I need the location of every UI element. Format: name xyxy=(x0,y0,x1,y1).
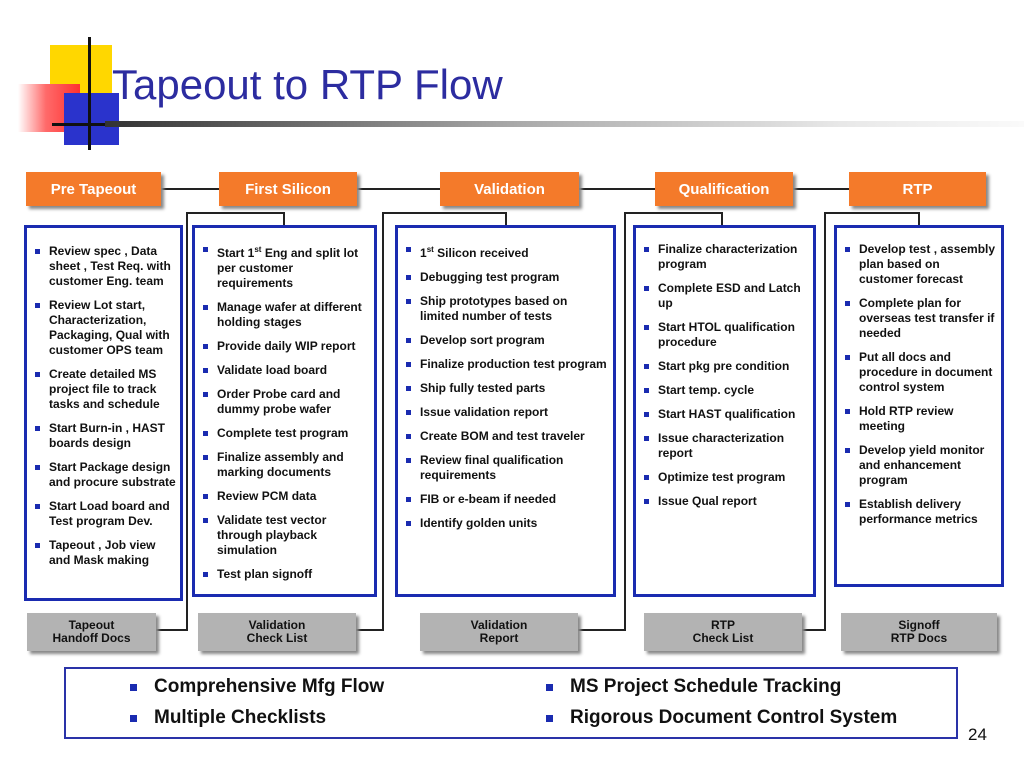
logo-horizontal-line xyxy=(52,123,124,126)
checklist-line: Validation xyxy=(470,618,528,632)
task-item: Finalize assembly and marking documents xyxy=(201,450,370,480)
connector xyxy=(579,188,655,190)
task-item: Optimize test program xyxy=(642,470,809,485)
task-item: 1st Silicon received xyxy=(404,242,609,261)
checklist-validation-report: Validation Report xyxy=(420,613,578,651)
connector xyxy=(624,212,722,214)
task-item: Issue Qual report xyxy=(642,494,809,509)
task-item: Issue validation report xyxy=(404,405,609,420)
task-item: Start Burn-in , HAST boards design xyxy=(33,421,176,451)
checklist-signoff-rtp-docs: Signoff RTP Docs xyxy=(841,613,997,651)
summary-item: Multiple Checklists xyxy=(129,707,327,728)
task-item: Tapeout , Job view and Mask making xyxy=(33,538,176,568)
connector xyxy=(918,212,920,226)
summary-item: Comprehensive Mfg Flow xyxy=(129,676,385,697)
connector xyxy=(186,212,188,631)
stage-box-first-silicon: Start 1st Eng and split lot per customer… xyxy=(192,225,377,597)
task-item: Start HAST qualification xyxy=(642,407,809,422)
checklist-line: Validation xyxy=(248,618,306,632)
connector xyxy=(356,629,384,631)
task-item: Review PCM data xyxy=(201,489,370,504)
checklist-line: Tapeout xyxy=(68,618,115,632)
task-item: Review final qualification requirements xyxy=(404,453,609,483)
connector xyxy=(156,629,188,631)
summary-box: Comprehensive Mfg Flow MS Project Schedu… xyxy=(64,667,958,739)
stage-header-qualification: Qualification xyxy=(655,172,793,206)
task-item: Start 1st Eng and split lot per customer… xyxy=(201,242,370,291)
task-item: Start temp. cycle xyxy=(642,383,809,398)
connector xyxy=(283,212,285,226)
stage-box-pre-tapeout: Review spec , Data sheet , Test Req. wit… xyxy=(24,225,183,601)
checklist-line: RTP xyxy=(711,618,735,632)
task-item: Review Lot start, Characterization, Pack… xyxy=(33,298,176,358)
task-item: Start HTOL qualification procedure xyxy=(642,320,809,350)
connector xyxy=(824,212,919,214)
connector xyxy=(624,212,626,631)
connector xyxy=(721,212,723,226)
connector xyxy=(382,212,506,214)
slide-title: Tapeout to RTP Flow xyxy=(112,61,503,108)
task-item: Identify golden units xyxy=(404,516,609,531)
logo-vertical-line xyxy=(88,37,91,150)
task-item: Complete test program xyxy=(201,426,370,441)
title-underline xyxy=(105,121,1024,127)
checklist-line: RTP Docs xyxy=(890,631,948,645)
connector xyxy=(161,188,219,190)
task-item: Validate load board xyxy=(201,363,370,378)
task-item: Manage wafer at different holding stages xyxy=(201,300,370,330)
task-item: Debugging test program xyxy=(404,270,609,285)
logo-blue-square xyxy=(64,93,119,145)
task-item: Hold RTP review meeting xyxy=(843,404,997,434)
task-item: Develop sort program xyxy=(404,333,609,348)
task-item: Put all docs and procedure in document c… xyxy=(843,350,997,395)
task-item: Provide daily WIP report xyxy=(201,339,370,354)
connector xyxy=(802,629,826,631)
checklist-tapeout-handoff-docs: Tapeout Handoff Docs xyxy=(27,613,156,651)
task-item: Finalize production test program xyxy=(404,357,609,372)
task-item: Create BOM and test traveler xyxy=(404,429,609,444)
task-item: Complete ESD and Latch up xyxy=(642,281,809,311)
task-item: Ship fully tested parts xyxy=(404,381,609,396)
stage-header-pre-tapeout: Pre Tapeout xyxy=(26,172,161,206)
stage-box-validation: 1st Silicon received Debugging test prog… xyxy=(395,225,616,597)
checklist-line: Report xyxy=(479,631,519,645)
task-item: Finalize characterization program xyxy=(642,242,809,272)
checklist-validation-check-list: Validation Check List xyxy=(198,613,356,651)
task-item: Establish delivery performance metrics xyxy=(843,497,997,527)
task-item: Validate test vector through playback si… xyxy=(201,513,370,558)
checklist-line: Handoff Docs xyxy=(52,631,131,645)
task-item: Test plan signoff xyxy=(201,567,370,582)
connector xyxy=(357,188,440,190)
task-item: Start Package design and procure substra… xyxy=(33,460,176,490)
task-item: Review spec , Data sheet , Test Req. wit… xyxy=(33,244,176,289)
checklist-line: Signoff xyxy=(898,618,940,632)
task-item: Ship prototypes based on limited number … xyxy=(404,294,609,324)
task-item: Start Load board and Test program Dev. xyxy=(33,499,176,529)
connector xyxy=(578,629,626,631)
checklist-line: Check List xyxy=(246,631,308,645)
connector xyxy=(505,212,507,226)
task-item: Order Probe card and dummy probe wafer xyxy=(201,387,370,417)
checklist-rtp-check-list: RTP Check List xyxy=(644,613,802,651)
connector xyxy=(382,212,384,631)
task-item: Start pkg pre condition xyxy=(642,359,809,374)
stage-header-first-silicon: First Silicon xyxy=(219,172,357,206)
stage-header-validation: Validation xyxy=(440,172,579,206)
page-number: 24 xyxy=(968,725,987,744)
task-item: Issue characterization report xyxy=(642,431,809,461)
task-item: Develop yield monitor and enhancement pr… xyxy=(843,443,997,488)
task-item: Create detailed MS project file to track… xyxy=(33,367,176,412)
summary-item: MS Project Schedule Tracking xyxy=(545,676,842,697)
summary-item: Rigorous Document Control System xyxy=(545,707,898,728)
stage-header-rtp: RTP xyxy=(849,172,986,206)
task-item: Develop test , assembly plan based on cu… xyxy=(843,242,997,287)
task-item: Complete plan for overseas test transfer… xyxy=(843,296,997,341)
stage-box-qualification: Finalize characterization program Comple… xyxy=(633,225,816,597)
connector xyxy=(793,188,849,190)
connector xyxy=(186,212,284,214)
task-item: FIB or e-beam if needed xyxy=(404,492,609,507)
checklist-line: Check List xyxy=(692,631,754,645)
stage-box-rtp: Develop test , assembly plan based on cu… xyxy=(834,225,1004,587)
connector xyxy=(824,212,826,631)
